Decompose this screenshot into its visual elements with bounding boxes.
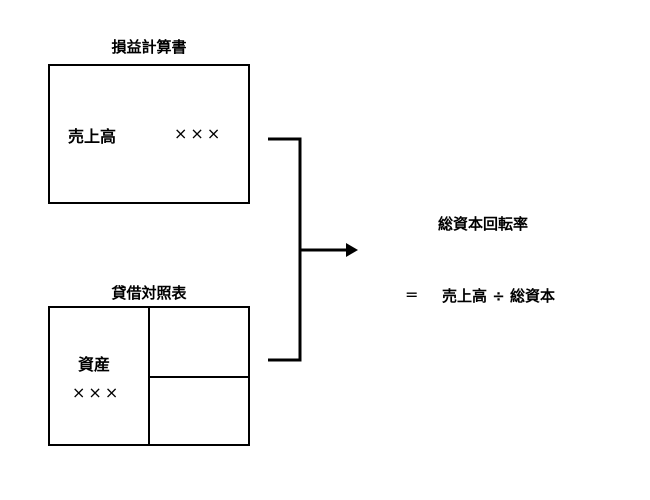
arrow-head [346,243,358,257]
equals-sign: = [405,285,419,304]
income-statement-box: 売上高 ××× [48,64,250,204]
assets-label: 資産 [78,355,111,374]
balance-sheet-box: 資産 ××× [48,306,250,446]
sales-value: ××× [174,124,224,143]
balance-sheet-title: 貸借対照表 [111,284,187,302]
turnover-formula: 売上高 ÷ 総資本 [442,287,556,305]
total-asset-turnover-title: 総資本回転率 [438,215,529,233]
balance-sheet-horizontal-divider [150,376,248,378]
bracket-line [268,137,302,362]
assets-value: ××× [72,383,122,402]
sales-label: 売上高 [68,127,117,146]
income-statement-title: 損益計算書 [111,38,187,56]
balance-sheet-vertical-divider [148,308,150,444]
